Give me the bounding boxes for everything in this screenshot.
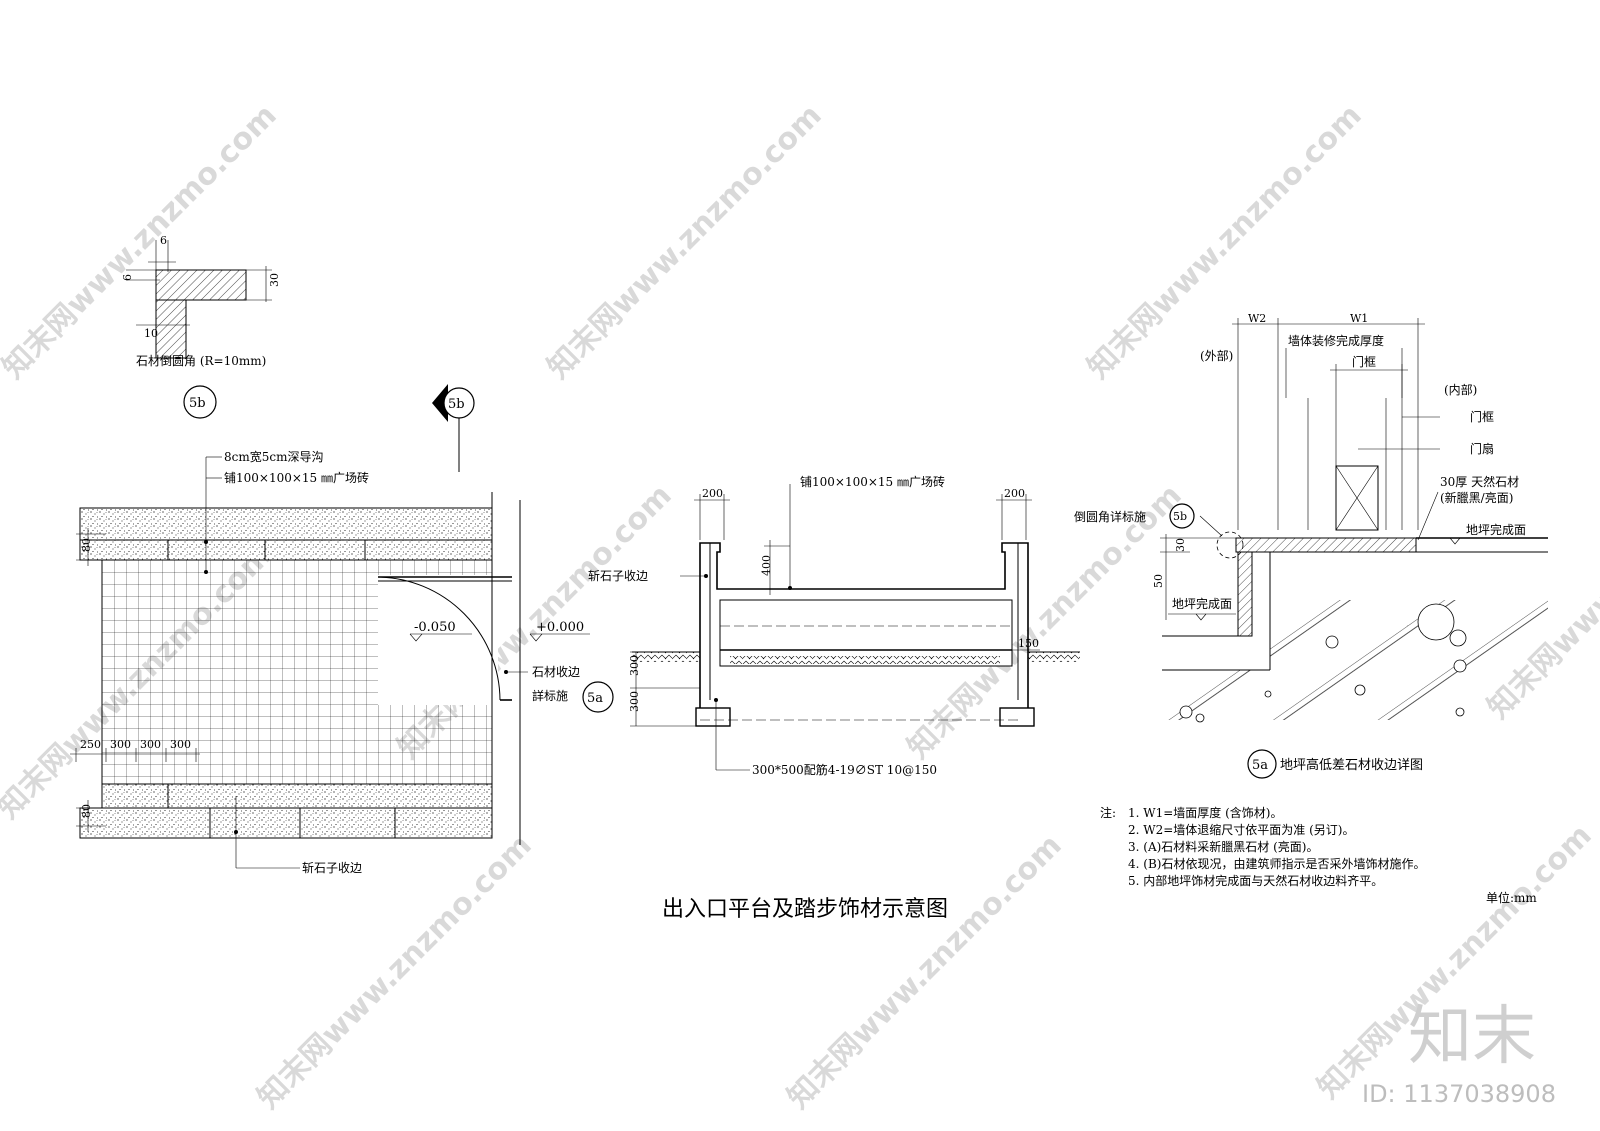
dim-section-left: 200	[702, 487, 723, 500]
level-outer: +0.000	[536, 620, 584, 635]
entrance-section: 200 200 400 150 300 300 铺100×100×15 ㎜广场砖…	[588, 474, 1080, 777]
dim-section-right: 200	[1004, 487, 1025, 500]
detail-5b-caption: 石材倒圆角 (R=10mm)	[136, 354, 266, 368]
dim-tile-spacing: 300	[110, 738, 131, 751]
dim-5b-b: 6	[121, 274, 134, 281]
dim-section-h1: 300	[628, 655, 641, 676]
watermark: 知末网www.znzmo.com	[781, 828, 1069, 1116]
plan-detail-bubble: 5a	[587, 691, 603, 706]
notes-prefix: 注:	[1100, 805, 1116, 820]
note-item: 5. 内部地坪饰材完成面与天然石材收边料齐平。	[1128, 873, 1383, 888]
dim-5a-h2: 50	[1152, 574, 1165, 588]
section-edge-label: 斩石子收边	[588, 569, 648, 583]
plan-stone-edge-label: 石材收边	[532, 665, 580, 679]
stone-note-label: (新臘黑/亮面)	[1440, 490, 1513, 505]
dim-5b-a: 6	[160, 234, 167, 247]
inside-label: (内部)	[1444, 382, 1477, 397]
plan-groove-label: 8cm宽5cm深导沟	[224, 449, 323, 464]
door-frame-top-label: 门框	[1352, 354, 1376, 369]
note-item: 4. (B)石材依现况，由建筑师指示是否采外墙饰材施作。	[1128, 856, 1425, 871]
plan-section-marker: 5b	[448, 397, 465, 412]
detail-5a-bubble: 5a	[1252, 758, 1268, 773]
note-item: 3. (A)石材料采新臘黑石材 (亮面)。	[1128, 839, 1318, 854]
plan-edge-label: 斩石子收边	[302, 861, 362, 875]
floor-finish-inner-label: 地坪完成面	[1466, 522, 1526, 537]
dim-5b-d: 10	[144, 327, 158, 340]
dim-tile-spacing: 250	[80, 738, 101, 751]
detail-5a-caption: 地坪高低差石材收边详图	[1280, 757, 1423, 773]
door-frame-label: 门框	[1470, 409, 1494, 424]
notes: 注: 1. W1=墙面厚度 (含饰材)。 2. W2=墙体退缩尺寸依平面为准 (…	[1100, 805, 1537, 905]
watermark: 知末网www.znzmo.com	[541, 98, 829, 386]
section-tile-label: 铺100×100×15 ㎜广场砖	[800, 474, 945, 489]
dim-section-step: 400	[760, 555, 773, 576]
dim-section-h2: 300	[628, 691, 641, 712]
floor-finish-outer-label: 地坪完成面	[1172, 596, 1232, 611]
dim-w2: W2	[1248, 312, 1266, 325]
stone-label: 30厚 天然石材	[1440, 474, 1519, 489]
unit-label: 单位:mm	[1486, 890, 1537, 905]
detail-5b: 6 6 30 10 石材倒圆角 (R=10mm) 5b	[121, 234, 281, 419]
round-ref-label: 倒圆角详标施	[1074, 509, 1146, 524]
drawing-title: 出入口平台及踏步饰材示意图	[662, 897, 948, 922]
section-footing-label: 300*500配筋4-19∅ST 10@150	[752, 762, 937, 777]
detail-5a: W2 W1 墙体装修完成厚度 门框 (外部) (内部) 门框 门扇 30厚 天然…	[1074, 312, 1548, 779]
note-item: 2. W2=墙体退缩尺寸依平面为准 (另订)。	[1128, 822, 1354, 837]
level-inner: -0.050	[414, 620, 456, 635]
wall-finish-label: 墙体装修完成厚度	[1288, 333, 1384, 348]
note-item: 1. W1=墙面厚度 (含饰材)。	[1128, 805, 1282, 820]
plan-tile-label: 铺100×100×15 ㎜广场砖	[224, 470, 369, 485]
dim-5a-h1: 30	[1174, 538, 1187, 552]
door-leaf-label: 门扇	[1470, 441, 1494, 456]
round-ref-bubble: 5b	[1173, 510, 1187, 523]
watermark-logo: 知末	[1408, 1000, 1536, 1074]
detail-5b-bubble: 5b	[189, 396, 206, 411]
watermark: 知末网www.znzmo.com	[0, 98, 284, 386]
outside-label: (外部)	[1200, 348, 1233, 363]
entrance-plan: 5b 8cm宽5cm深导沟 铺100×100×15 ㎜广场砖	[70, 384, 614, 875]
dim-w1: W1	[1350, 312, 1368, 325]
plan-detail-ref-label: 詳标施	[532, 688, 568, 703]
image-id: ID: 1137038908	[1362, 1080, 1556, 1108]
dim-tile-spacing: 300	[140, 738, 161, 751]
dim-section-side: 150	[1018, 637, 1039, 650]
dim-band-bottom: 80	[80, 804, 93, 818]
dim-5b-c: 30	[268, 273, 281, 287]
dim-band-top: 80	[80, 538, 93, 552]
dim-tile-spacing: 300	[170, 738, 191, 751]
watermark: 知末网www.znzmo.com	[251, 828, 539, 1116]
